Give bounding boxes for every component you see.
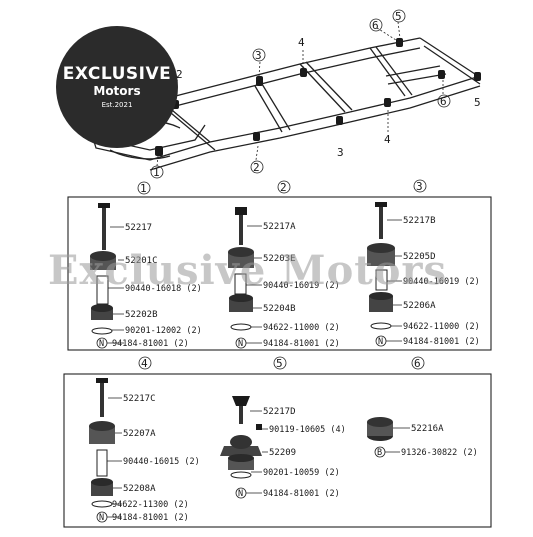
part-number-52217A: 52217A — [263, 222, 296, 232]
section-number-3: 3 — [416, 180, 423, 193]
part-number-52206A: 52206A — [403, 301, 436, 311]
frame-callout-5a: 5 — [395, 10, 402, 23]
mount-column-3: N 52217B 52205D 90440-16019 (2) 52206A 9… — [367, 202, 480, 347]
part-number-90201-12002: 90201-12002 (2) — [125, 326, 202, 336]
logo-line-2: Motors — [93, 84, 141, 98]
frame-callout-2a: 2 — [176, 68, 183, 81]
b-marker-col6: B — [377, 448, 382, 458]
upper-parts-panel — [67, 196, 492, 351]
part-number-90119-10605: 90119-10605 (4) — [269, 425, 346, 435]
section-number-2: 2 — [280, 181, 287, 194]
exclusive-motors-logo: EXCLUSIVE Motors Est.2021 — [56, 26, 178, 148]
part-number-52217B: 52217B — [403, 216, 436, 226]
frame-callout-2b: 2 — [253, 161, 260, 174]
frame-callout-5b: 5 — [474, 96, 481, 109]
part-number-52217: 52217 — [125, 223, 152, 233]
frame-callout-3a: 3 — [255, 49, 262, 62]
part-number-94184-81001-c5: 94184-81001 (2) — [263, 489, 340, 499]
part-number-94622-11000-c2: 94622-11000 (2) — [263, 323, 340, 333]
frame-callout-6a: 6 — [372, 19, 379, 32]
part-number-91326-30822: 91326-30822 (2) — [401, 448, 478, 458]
part-number-52204B: 52204B — [263, 304, 296, 314]
part-number-90440-16019-c2: 90440-16019 (2) — [263, 281, 340, 291]
n-marker-col2: N — [238, 339, 243, 349]
part-number-94184-81001-c3: 94184-81001 (2) — [403, 337, 480, 347]
part-number-52203E: 52203E — [263, 254, 296, 264]
part-number-94622-11300: 94622-11300 (2) — [112, 500, 189, 510]
part-number-52207A: 52207A — [123, 429, 156, 439]
n-marker-col5: N — [238, 489, 243, 499]
frame-callout-4a: 4 — [298, 36, 305, 49]
mount-column-5: N 52217D 90119-10605 (4) 52209 90201-100… — [220, 396, 346, 499]
part-number-52208A: 52208A — [123, 484, 156, 494]
frame-callout-3b: 3 — [337, 146, 344, 159]
part-number-52205D: 52205D — [403, 252, 436, 262]
frame-callout-1: 1 — [153, 166, 160, 179]
mount-column-1: N 52217 52201C 90440-16018 (2) 52202B 90… — [90, 203, 202, 349]
part-number-90201-10059: 90201-10059 (2) — [263, 468, 340, 478]
section-number-6: 6 — [414, 357, 421, 370]
part-number-52201C: 52201C — [125, 256, 158, 266]
part-number-52217D: 52217D — [263, 407, 296, 417]
n-marker-col4: N — [99, 513, 104, 523]
n-marker-col1: N — [99, 339, 104, 349]
frame-callout-6b: 6 — [440, 95, 447, 108]
part-number-94622-11000-c3: 94622-11000 (2) — [403, 322, 480, 332]
lower-parts-panel — [63, 373, 492, 528]
part-number-52202B: 52202B — [125, 310, 158, 320]
logo-line-3: Est.2021 — [101, 101, 133, 109]
mount-column-4: N 52217C 52207A 90440-16015 (2) 52208A 9… — [89, 378, 200, 523]
section-number-1: 1 — [140, 182, 147, 195]
part-number-94184-81001-c1: 94184-81001 (2) — [112, 339, 189, 349]
watermark-text: Exclusive Motors — [48, 247, 447, 294]
n-marker-col3: N — [378, 337, 383, 347]
part-number-52217C: 52217C — [123, 394, 156, 404]
frame-callout-4b: 4 — [384, 133, 391, 146]
section-number-5: 5 — [276, 357, 283, 370]
part-number-94184-81001-c2: 94184-81001 (2) — [263, 339, 340, 349]
logo-line-1: EXCLUSIVE — [62, 64, 172, 84]
part-number-52209: 52209 — [269, 448, 296, 458]
mount-column-2: N 52217A 52203E 90440-16019 (2) 52204B 9… — [228, 207, 340, 349]
part-number-90440-16015: 90440-16015 (2) — [123, 457, 200, 467]
part-number-90440-16018: 90440-16018 (2) — [125, 284, 202, 294]
part-number-52216A: 52216A — [411, 424, 444, 434]
part-number-90440-16019-c3: 90440-16019 (2) — [403, 277, 480, 287]
part-number-94184-81001-c4: 94184-81001 (2) — [112, 513, 189, 523]
mount-column-6: B 52216A 91326-30822 (2) — [367, 417, 478, 458]
section-number-4: 4 — [141, 357, 148, 370]
